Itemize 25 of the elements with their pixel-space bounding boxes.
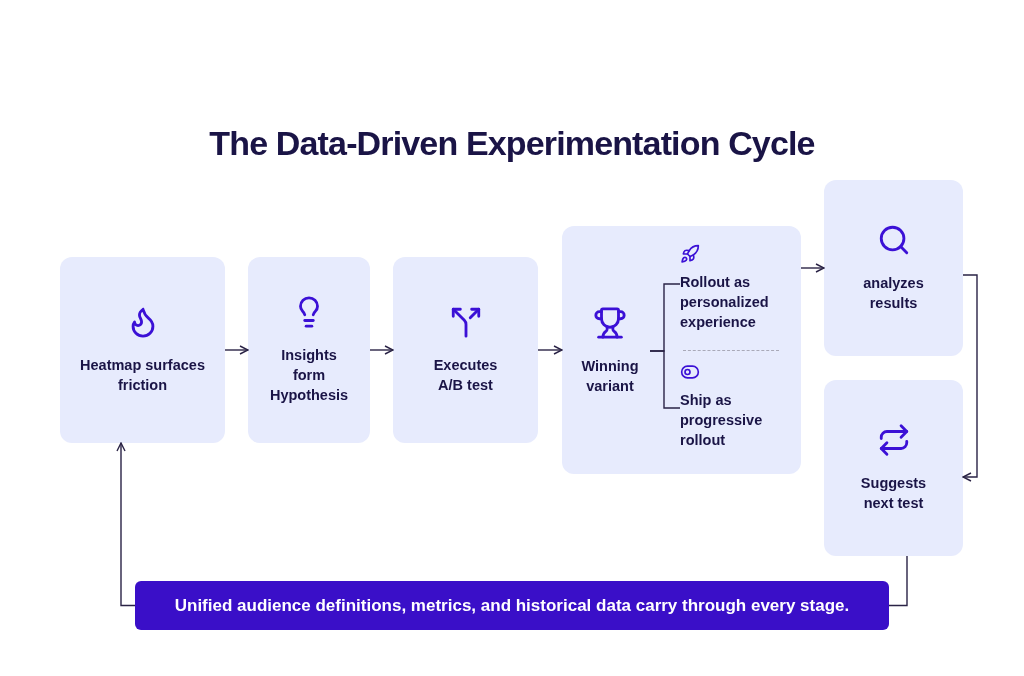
panel-card — [562, 226, 801, 474]
step-card — [824, 380, 963, 556]
arrow — [116, 442, 136, 607]
connector-line — [888, 555, 908, 607]
step-card — [248, 257, 370, 443]
step-card — [393, 257, 538, 443]
node-label: Rollout as personalized experience — [680, 273, 770, 332]
node-label: Executes A/B test — [432, 356, 499, 395]
node-label: Heatmap surfaces friction — [79, 356, 206, 395]
banner-box — [135, 581, 889, 630]
node-label: Ship as progressive rollout — [680, 391, 764, 450]
connector-line — [649, 350, 681, 409]
node-label: analyzes results — [862, 274, 925, 313]
node-label: Unified audience definitions, metrics, and historical data carry through every stage. — [174, 594, 850, 617]
arrow — [962, 274, 978, 482]
step-card — [60, 257, 225, 443]
title: The Data-Driven Experimentation Cycle — [208, 123, 816, 164]
arrow — [369, 345, 394, 355]
arrow — [800, 263, 825, 273]
node-label: Winning variant — [580, 357, 640, 396]
node-label: Suggests next test — [859, 474, 928, 513]
arrow — [537, 345, 563, 355]
arrow — [224, 345, 249, 355]
step-card — [824, 180, 963, 356]
node-label: Insights form Hypothesis — [268, 346, 350, 405]
